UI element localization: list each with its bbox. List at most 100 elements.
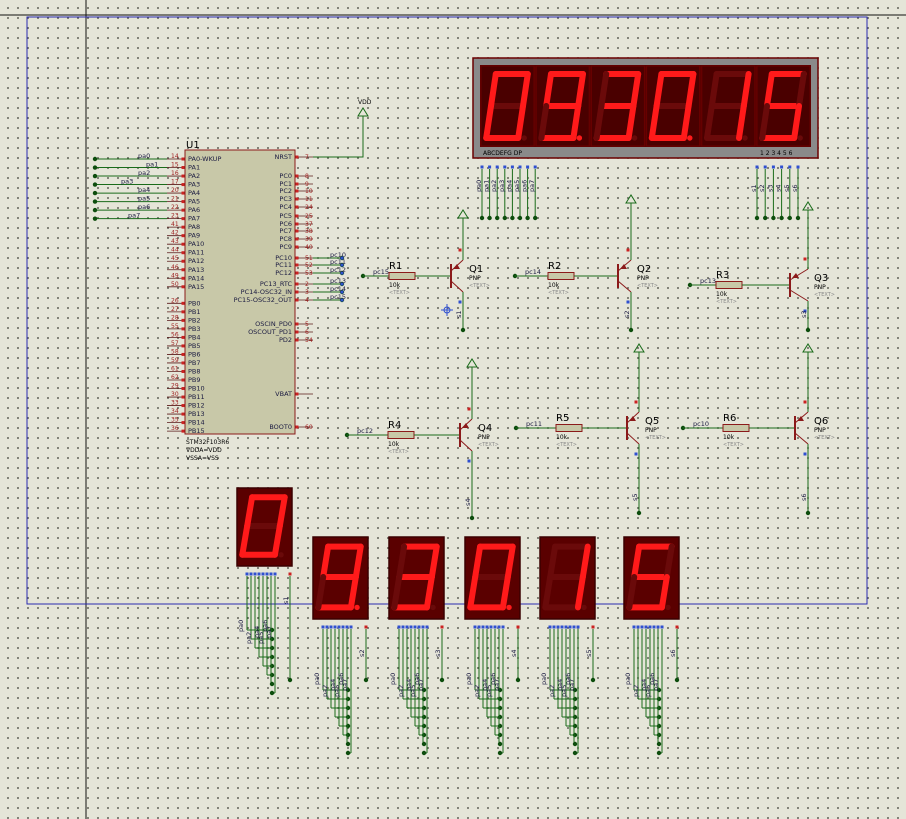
pin-marker — [295, 256, 299, 260]
junction-dot — [779, 215, 784, 221]
segment-c — [499, 574, 511, 611]
net-label: pa2 — [632, 685, 640, 697]
resistor-r4[interactable] — [387, 431, 415, 439]
segment-f — [396, 543, 408, 580]
junction-dot — [421, 705, 427, 711]
pin-marker — [516, 625, 520, 629]
resistor-ref: R6 — [723, 413, 736, 424]
pin-pa0-wkup: PA0-WKUP — [188, 155, 221, 163]
pin-pc14-osc32_in: PC14-OSC32_IN — [241, 288, 292, 296]
junction-dot — [460, 327, 466, 333]
segment-e — [626, 574, 638, 611]
pin-pb8: PB8 — [188, 367, 201, 375]
pin-marker — [626, 300, 630, 304]
segment-e — [538, 103, 550, 141]
net-label: pc11 — [526, 420, 542, 428]
net-label: s6 — [791, 184, 799, 192]
pin-pb14: PB14 — [188, 419, 205, 427]
pin-marker — [803, 452, 807, 456]
net-label: pa0 — [237, 620, 245, 632]
pin-pa11: PA11 — [188, 249, 204, 257]
pin-marker — [803, 257, 807, 261]
pin-marker — [181, 412, 185, 416]
resistor-r2[interactable] — [547, 272, 575, 280]
segment-dp — [506, 604, 512, 611]
net-label: s1 — [455, 310, 463, 318]
resistor-r6[interactable] — [722, 424, 750, 432]
resistor-value: 10k — [548, 282, 560, 289]
net-label: s5 — [783, 184, 791, 192]
net-label: s3 — [434, 649, 442, 657]
mcu-body[interactable] — [184, 149, 296, 435]
segment-dp — [742, 135, 748, 141]
transistor-text: <TEXT> — [469, 283, 490, 289]
mcu-note-vssa: VSSA=VSS — [186, 455, 219, 462]
resistor-ref: R3 — [716, 270, 729, 281]
pin-num: 9 — [305, 181, 309, 188]
pin-pa10: PA10 — [188, 240, 204, 248]
junction-dot — [92, 165, 98, 170]
pin-marker — [656, 625, 660, 629]
net-label: pa1 — [483, 180, 491, 192]
segment-e — [648, 103, 660, 141]
pin-marker — [568, 625, 572, 629]
segment-e — [391, 574, 403, 611]
pin-pb10: PB10 — [188, 385, 205, 393]
mcu-u1[interactable]: U1STM32F103R6VDDA=VDDVSSA=VSSPA0-WKUP14P… — [167, 140, 313, 462]
junction-dot — [590, 677, 596, 683]
pin-marker — [560, 625, 564, 629]
net-label: pa2 — [321, 685, 329, 697]
wire — [794, 432, 809, 445]
junction-dot — [515, 677, 521, 683]
pin-pa13: PA13 — [188, 266, 204, 274]
resistor-r3[interactable] — [715, 281, 743, 289]
net-label: pc10 — [330, 251, 346, 259]
net-label: pa4 — [481, 679, 489, 691]
junction-dot — [656, 714, 662, 720]
pin-marker — [481, 625, 485, 629]
pin-marker — [295, 189, 299, 193]
pin-num: 22 — [171, 204, 179, 211]
pin-pa1: PA1 — [188, 164, 200, 172]
transistor-text: <TEXT> — [478, 442, 499, 448]
pin-pb6: PB6 — [188, 350, 201, 358]
pin-marker — [477, 625, 481, 629]
junction-dot — [572, 750, 578, 756]
junction-dot — [502, 215, 507, 221]
pin-pb12: PB12 — [188, 402, 205, 410]
resistor-value: 10k — [556, 434, 568, 441]
net-label-pa4: pa4 — [138, 186, 150, 194]
resistor-r1[interactable] — [388, 272, 416, 280]
pin-pb11: PB11 — [188, 393, 205, 401]
resistor-ref: R5 — [556, 413, 569, 424]
pin-num: 59 — [171, 357, 179, 364]
sheet-border — [26, 16, 868, 605]
pin-num: 25 — [305, 213, 313, 220]
segment-b — [685, 71, 697, 109]
pin-marker — [340, 263, 344, 267]
junction-dot — [345, 741, 351, 747]
pin-marker — [181, 208, 185, 212]
pin-marker — [181, 259, 185, 263]
pin-marker — [413, 625, 417, 629]
net-label: pa4 — [640, 679, 648, 691]
pin-pa9: PA9 — [188, 232, 200, 240]
segment-c — [570, 103, 582, 141]
resistor-r5[interactable] — [555, 424, 583, 432]
pin-num: 27 — [171, 306, 179, 313]
pin-marker — [181, 191, 185, 195]
